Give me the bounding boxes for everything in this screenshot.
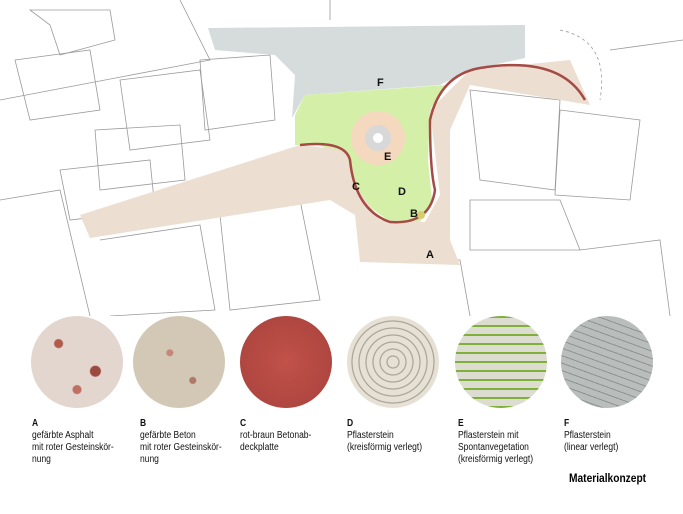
swatch-c (240, 316, 332, 408)
swatch-d (347, 316, 439, 408)
map-label-f: F (377, 77, 384, 89)
area-f-plaza (208, 25, 525, 118)
map-label-d: D (398, 186, 406, 198)
site-plan: F E C D B A (0, 0, 683, 316)
path-c-edge (299, 63, 587, 224)
area-b-marker (417, 211, 425, 219)
map-label-b: B (410, 208, 418, 220)
building-outlines (0, 0, 683, 316)
swatch-a (31, 316, 123, 408)
map-label-e: E (384, 151, 391, 163)
swatch-b (133, 316, 225, 408)
map-label-c: C (352, 181, 360, 193)
map-label-a: A (426, 249, 434, 261)
swatch-f (561, 316, 653, 408)
page-title: Materialkonzept (569, 471, 647, 485)
swatch-e (455, 316, 547, 408)
area-a-beige (80, 60, 590, 265)
